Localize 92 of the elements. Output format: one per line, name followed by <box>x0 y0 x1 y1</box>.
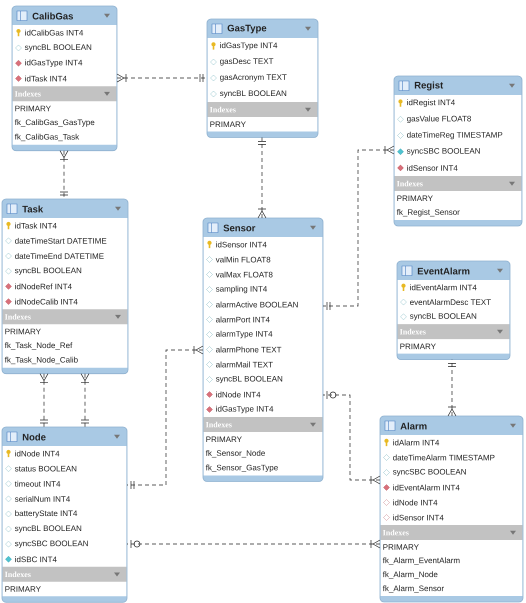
column-name: gasAcronym TEXT <box>220 74 287 82</box>
column-name: idRegist INT4 <box>407 99 455 107</box>
index-name: fk_Sensor_GasType <box>206 464 278 472</box>
column-name: idSensor INT4 <box>393 514 444 520</box>
index-name: PRIMARY <box>400 344 436 350</box>
index-name: fk_Sensor_Node <box>206 450 265 458</box>
index-name: fk_Alarm_EventAlarm <box>382 557 460 565</box>
column-name: idSensor INT4 <box>216 242 267 248</box>
column-name: gasDesc TEXT <box>220 58 274 66</box>
section-header: Indexes <box>210 106 236 112</box>
column-name: syncSBC BOOLEAN <box>406 148 480 156</box>
relationship-line <box>322 146 394 310</box>
column-name: syncBL BOOLEAN <box>410 313 476 320</box>
table-title: Node <box>22 434 46 440</box>
column-name: idNode INT4 <box>15 450 60 456</box>
column-name: alarmMail TEXT <box>216 362 273 368</box>
index-name: PRIMARY <box>15 106 51 112</box>
table-title: CalibGas <box>32 12 73 20</box>
index-name: fk_CalibGas_Task <box>14 134 80 142</box>
index-name: PRIMARY <box>5 586 41 592</box>
column-name: idTask INT4 <box>25 76 67 82</box>
column-name: timeout INT4 <box>14 480 60 487</box>
index-name: fk_Task_Node_Ref <box>4 342 72 350</box>
section-header: Indexes <box>396 180 423 186</box>
column-name: gasValue FLOAT8 <box>407 116 471 124</box>
index-name: PRIMARY <box>5 328 41 334</box>
column-name: idNode INT4 <box>216 392 260 398</box>
index-name: PRIMARY <box>206 436 242 442</box>
index-name: fk_Alarm_Node <box>382 571 438 579</box>
column-name: sampling INT4 <box>216 286 268 294</box>
column-name: status BOOLEAN <box>14 466 76 472</box>
index-name: PRIMARY <box>397 196 433 201</box>
column-name: idNodeRef INT4 <box>15 283 72 290</box>
index-name: fk_Task_Node_Calib <box>4 356 78 364</box>
table-title: GasType <box>228 24 266 34</box>
index-name: PRIMARY <box>210 122 246 127</box>
section-header: Indexes <box>4 314 31 320</box>
column-name: dateTimeEnd DATETIME <box>15 253 104 259</box>
relationship-line <box>126 540 380 548</box>
column-name: idGasType INT4 <box>220 42 278 50</box>
column-name: syncBL BOOLEAN <box>14 268 82 275</box>
section-header: Indexes <box>400 328 426 334</box>
relationship-line <box>322 390 380 484</box>
column-name: syncBL BOOLEAN <box>220 90 286 98</box>
section-header: Indexes <box>14 90 41 97</box>
table-title: Task <box>22 206 44 212</box>
column-name: syncBL BOOLEAN <box>24 44 92 52</box>
index-name: PRIMARY <box>383 544 419 550</box>
section-header: Indexes <box>4 572 31 578</box>
column-name: syncSBC BOOLEAN <box>392 468 466 476</box>
column-name: idAlarm INT4 <box>393 440 440 446</box>
relationship-line <box>448 359 456 416</box>
column-name: idNode INT4 <box>393 500 438 506</box>
column-name: syncBL BOOLEAN <box>216 376 282 384</box>
column-name: batteryState INT4 <box>15 510 78 518</box>
column-name: dateTimeAlarm TIMESTAMP <box>393 454 494 460</box>
column-name: idEventAlarm INT4 <box>393 484 460 490</box>
table-title: Alarm <box>400 422 427 430</box>
column-name: dateTimeReg TIMESTAMP <box>407 132 502 140</box>
table-title: Regist <box>414 82 444 90</box>
column-name: valMax FLOAT8 <box>216 272 273 278</box>
column-name: syncSBC BOOLEAN <box>14 540 88 548</box>
column-name: serialNum INT4 <box>14 496 70 502</box>
relationship-line <box>126 346 204 490</box>
relationship-line <box>258 137 266 218</box>
column-name: alarmActive BOOLEAN <box>216 302 298 308</box>
column-name: idGasType INT4 <box>216 406 274 414</box>
column-name: idTask INT4 <box>15 222 57 229</box>
table-title: Sensor <box>223 224 256 232</box>
section-header: Indexes <box>206 422 232 428</box>
relationship-line <box>80 373 90 428</box>
column-name: idNodeCalib INT4 <box>15 298 78 305</box>
column-name: valMin FLOAT8 <box>216 256 270 262</box>
column-name: alarmPhone TEXT <box>216 346 282 352</box>
column-name: alarmPort INT4 <box>216 316 270 322</box>
index-name: fk_Alarm_Sensor <box>382 585 444 593</box>
column-name: alarmType INT4 <box>216 330 272 338</box>
section-header: Indexes <box>382 530 409 536</box>
column-name: dateTimeStart DATETIME <box>15 238 106 244</box>
column-name: idCalibGas INT4 <box>25 30 84 36</box>
column-name: idSensor INT4 <box>407 164 458 171</box>
table-title: EventAlarm <box>418 268 470 274</box>
column-name: idEventAlarm INT4 <box>410 284 477 290</box>
relationship-line <box>60 150 68 200</box>
column-name: syncBL BOOLEAN <box>14 525 82 533</box>
relationship-line <box>116 74 208 82</box>
relationship-line <box>40 373 48 428</box>
column-name: idGasType INT4 <box>25 60 82 67</box>
index-name: fk_Regist_Sensor <box>396 209 460 216</box>
column-name: idSBC INT4 <box>15 556 57 562</box>
index-name: fk_CalibGas_GasType <box>14 119 94 127</box>
column-name: eventAlarmDesc TEXT <box>410 299 491 305</box>
